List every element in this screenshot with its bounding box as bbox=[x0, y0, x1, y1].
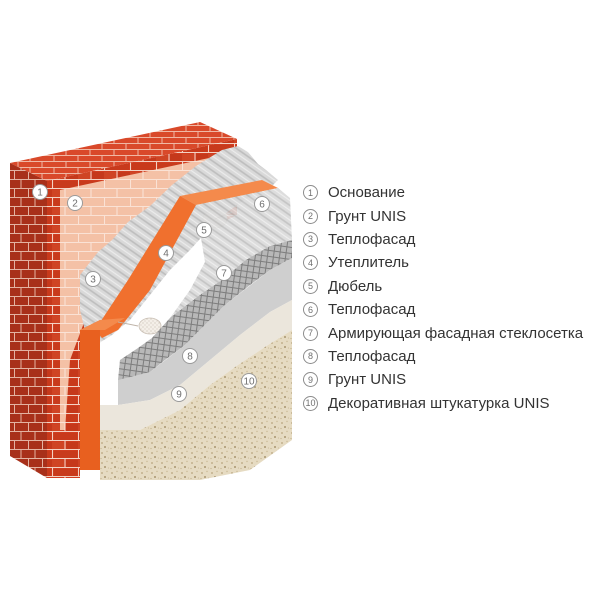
legend-number-badge: 7 bbox=[303, 325, 318, 341]
legend-label: Основание bbox=[328, 184, 405, 202]
legend-item: 8 Теплофасад bbox=[303, 345, 583, 368]
marker-circle bbox=[85, 271, 101, 287]
legend-item: 3 Теплофасад bbox=[303, 228, 583, 251]
base-coat-second-layer bbox=[118, 258, 292, 405]
layer-marker-8: 8 bbox=[182, 348, 198, 364]
layer-marker-6: 6 bbox=[254, 196, 270, 212]
marker-number: 8 bbox=[187, 352, 193, 363]
insulation-front-face bbox=[95, 196, 196, 338]
legend-number-badge: 2 bbox=[303, 208, 318, 224]
layer-marker-7: 7 bbox=[216, 265, 232, 281]
layer-marker-4: 4 bbox=[158, 245, 174, 261]
marker-group: 1 2 3 4 5 6 7 8 9 10 bbox=[32, 184, 270, 402]
legend-label: Дюбель bbox=[328, 277, 383, 295]
layer-marker-10: 10 bbox=[241, 373, 257, 389]
legend-item: 10 Декоративная штукатурка UNIS bbox=[303, 392, 583, 415]
marker-circle bbox=[171, 386, 187, 402]
marker-circle bbox=[196, 222, 212, 238]
legend-number-badge: 4 bbox=[303, 255, 318, 271]
marker-circle bbox=[254, 196, 270, 212]
marker-circle bbox=[32, 184, 48, 200]
legend-label: Теплофасад bbox=[328, 347, 416, 365]
decorative-plaster-layer bbox=[100, 330, 292, 480]
insulation-top-face bbox=[180, 180, 278, 205]
legend-number-badge: 9 bbox=[303, 372, 318, 388]
legend-label: Теплофасад bbox=[328, 230, 416, 248]
marker-number: 6 bbox=[259, 200, 265, 211]
marker-circle bbox=[158, 245, 174, 261]
legend-item: 1 Основание bbox=[303, 181, 583, 204]
legend-label: Грунт UNIS bbox=[328, 207, 407, 225]
legend-number-badge: 3 bbox=[303, 231, 318, 247]
marker-number: 9 bbox=[176, 390, 182, 401]
insulation-lower-block bbox=[80, 320, 100, 470]
marker-number: 2 bbox=[72, 199, 78, 210]
marker-number: 10 bbox=[243, 377, 255, 388]
marker-circle bbox=[182, 348, 198, 364]
marker-number: 5 bbox=[201, 226, 207, 237]
marker-circle bbox=[216, 265, 232, 281]
layer-marker-3: 3 bbox=[85, 271, 101, 287]
legend-number-badge: 6 bbox=[303, 302, 318, 318]
mesh-layer bbox=[118, 240, 292, 382]
layer-marker-9: 9 bbox=[171, 386, 187, 402]
legend-item: 2 Грунт UNIS bbox=[303, 204, 583, 227]
brick-top-face bbox=[10, 122, 237, 181]
legend-number-badge: 5 bbox=[303, 278, 318, 294]
dowel-lower-stem bbox=[117, 321, 139, 327]
marker-circle bbox=[67, 195, 83, 211]
legend-number-badge: 8 bbox=[303, 348, 318, 364]
legend-number-badge: 10 bbox=[303, 395, 318, 411]
primer-finish-layer bbox=[100, 300, 292, 430]
legend-label: Грунт UNIS bbox=[328, 371, 407, 389]
insulation-lower-top bbox=[80, 318, 125, 330]
layer-marker-2: 2 bbox=[67, 195, 83, 211]
legend-item: 7 Армирующая фасадная стеклосетка bbox=[303, 321, 583, 344]
marker-circle bbox=[241, 373, 257, 389]
legend-item: 9 Грунт UNIS bbox=[303, 368, 583, 391]
legend-label: Утеплитель bbox=[328, 254, 409, 272]
insulation-layer bbox=[80, 180, 278, 470]
layer-marker-1: 1 bbox=[32, 184, 48, 200]
legend-item: 4 Утеплитель bbox=[303, 251, 583, 274]
primer-layer bbox=[60, 152, 238, 430]
marker-number: 3 bbox=[90, 275, 96, 286]
legend-label: Теплофасад bbox=[328, 301, 416, 319]
dowel-lower bbox=[138, 317, 162, 335]
legend-label: Декоративная штукатурка UNIS bbox=[328, 394, 550, 412]
marker-number: 1 bbox=[37, 188, 43, 199]
legend-item: 5 Дюбель bbox=[303, 275, 583, 298]
legend-label: Армирующая фасадная стеклосетка bbox=[328, 324, 584, 342]
legend-item: 6 Теплофасад bbox=[303, 298, 583, 321]
brick-side-face bbox=[10, 163, 47, 478]
marker-number: 4 bbox=[163, 249, 169, 260]
layer-marker-5: 5 bbox=[196, 222, 212, 238]
legend-number-badge: 1 bbox=[303, 185, 318, 201]
marker-number: 7 bbox=[221, 269, 227, 280]
